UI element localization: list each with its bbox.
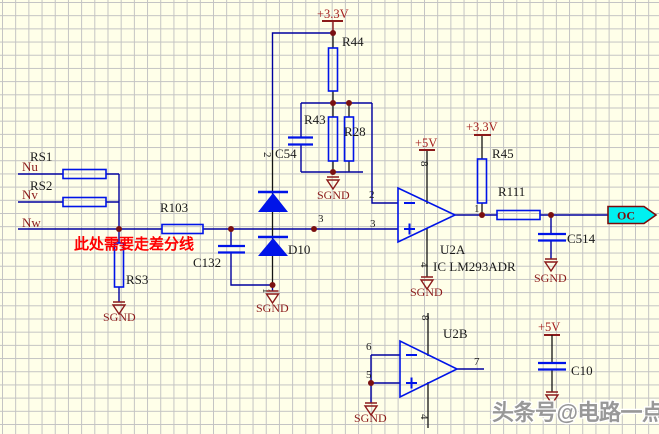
pin-u2a-2: 2 xyxy=(369,189,375,201)
label-c514[interactable]: C514 xyxy=(567,231,596,246)
opamp-u2b[interactable]: U2B 6 5 7 8 4 xyxy=(366,315,480,420)
pin-u2a-1: 1 xyxy=(474,203,480,215)
port-oc[interactable]: OC xyxy=(607,205,658,225)
net-label-nu[interactable]: Nu xyxy=(22,159,38,174)
capacitor-c514[interactable]: C514 xyxy=(538,231,596,246)
label-c132[interactable]: C132 xyxy=(193,255,221,270)
label-u2a-part[interactable]: IC LM293ADR xyxy=(433,259,516,274)
ground-d10[interactable]: SGND xyxy=(256,290,289,315)
label-u2b[interactable]: U2B xyxy=(443,326,468,341)
resistor-r103[interactable]: R103 xyxy=(160,200,204,235)
pin-u2b-7: 7 xyxy=(474,356,480,368)
ground-label: SGND xyxy=(354,411,387,425)
pin-d10-1: 1 xyxy=(260,288,272,294)
pin-u2b-4: 4 xyxy=(418,414,430,420)
power-label-3v3-top: +3.3V xyxy=(317,7,349,21)
pin-u2b-5: 5 xyxy=(366,369,372,381)
pin-u2a-8: 8 xyxy=(418,161,430,167)
pin-d10-3: 3 xyxy=(318,213,324,225)
annotation-diff-routing[interactable]: 此处需要走差分线 xyxy=(74,235,194,253)
ground-label: SGND xyxy=(317,188,350,202)
label-r28[interactable]: R28 xyxy=(344,124,366,139)
label-r45[interactable]: R45 xyxy=(492,146,514,161)
watermark: 头条号@电路一点通 xyxy=(492,400,659,425)
label-r111[interactable]: R111 xyxy=(498,184,525,199)
label-c54[interactable]: C54 xyxy=(275,146,297,161)
capacitor-c132[interactable]: C132 xyxy=(193,244,245,270)
ground-r43-r28[interactable]: SGND xyxy=(317,176,350,202)
label-u2a[interactable]: U2A xyxy=(440,242,466,257)
capacitor-c54[interactable]: C54 xyxy=(275,136,313,162)
ground-label: SGND xyxy=(103,310,136,324)
ground-u2a[interactable]: SGND xyxy=(410,276,443,299)
ground-label: SGND xyxy=(534,271,567,285)
capacitor-c10[interactable]: C10 xyxy=(538,361,593,378)
label-rs2[interactable]: RS2 xyxy=(30,178,52,193)
ground-c10[interactable] xyxy=(544,391,560,406)
power-label-5v-c10: +5V xyxy=(538,320,560,334)
port-oc-label: OC xyxy=(617,209,635,223)
resistor-rs2[interactable]: RS2 xyxy=(30,178,107,208)
resistor-rs1[interactable]: RS1 xyxy=(30,149,107,180)
resistor-r45[interactable]: R45 xyxy=(476,146,514,204)
pin-u2b-6: 6 xyxy=(366,341,372,353)
wire-ref-to-pin2[interactable] xyxy=(371,103,398,204)
resistor-rs3[interactable]: RS3 xyxy=(113,242,149,288)
ground-u2b[interactable]: SGND xyxy=(354,402,387,425)
pin-u2b-8: 8 xyxy=(419,315,431,321)
junction-dots xyxy=(116,30,554,386)
pin-d10-2: 2 xyxy=(261,152,273,158)
label-r103[interactable]: R103 xyxy=(160,200,188,215)
label-rs3[interactable]: RS3 xyxy=(126,272,148,287)
ground-label: SGND xyxy=(256,301,289,315)
resistor-r111[interactable]: R111 xyxy=(496,184,541,221)
resistor-r28[interactable]: R28 xyxy=(343,116,366,162)
opamp-u2a[interactable]: U2A IC LM293ADR 2 3 1 8 4 xyxy=(369,161,516,274)
wires[interactable] xyxy=(18,20,608,428)
ground-rs3[interactable]: SGND xyxy=(103,301,136,324)
ground-c514[interactable]: SGND xyxy=(534,258,567,285)
net-label-nw[interactable]: Nw xyxy=(22,215,41,230)
label-r44[interactable]: R44 xyxy=(342,34,364,49)
resistor-r43[interactable]: R43 xyxy=(304,112,339,162)
pin-u2a-4: 4 xyxy=(418,262,430,268)
pin-u2a-3: 3 xyxy=(370,218,376,230)
wire-u2b-inputs[interactable] xyxy=(370,354,484,403)
net-label-nv[interactable]: Nv xyxy=(22,187,38,202)
diode-d10[interactable]: D10 2 3 1 xyxy=(258,152,324,294)
power-label-5v-u2a: +5V xyxy=(415,136,437,150)
label-rs1[interactable]: RS1 xyxy=(30,149,52,164)
resistor-r44[interactable]: R44 xyxy=(327,34,365,92)
label-c10[interactable]: C10 xyxy=(571,363,593,378)
wire-3v3-to-d10[interactable] xyxy=(271,32,334,150)
power-label-3v3-right: +3.3V xyxy=(466,120,498,134)
label-d10[interactable]: D10 xyxy=(288,242,310,257)
label-r43[interactable]: R43 xyxy=(304,112,326,127)
ground-label: SGND xyxy=(410,285,443,299)
